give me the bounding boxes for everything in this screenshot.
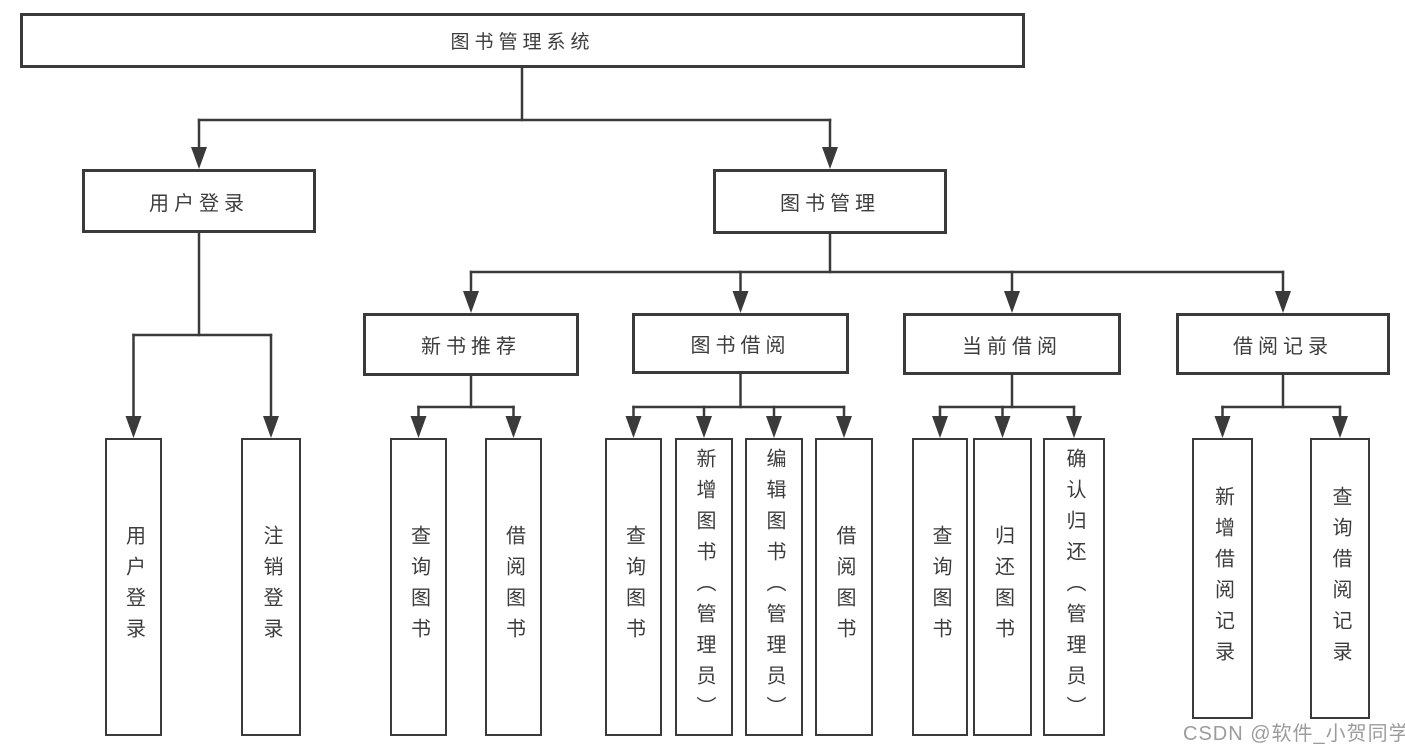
leaf-edit-book-admin: 编辑图书（管理员） xyxy=(745,438,803,736)
leaf-add-book-admin: 新增图书（管理员） xyxy=(675,438,733,736)
leaf-label: 确认归还（管理员） xyxy=(1063,447,1085,727)
node-label: 借阅记录 xyxy=(1233,335,1333,358)
leaf-confirm-return-admin: 确认归还（管理员） xyxy=(1043,438,1105,736)
leaf-label: 查询图书 xyxy=(622,525,645,649)
node-label: 当前借阅 xyxy=(962,335,1062,358)
leaf-label: 新增图书（管理员） xyxy=(693,447,715,727)
leaf-label: 查询图书 xyxy=(407,525,430,649)
leaf-label: 用户登录 xyxy=(122,525,145,649)
leaf-label: 编辑图书（管理员） xyxy=(763,447,785,727)
leaf-borrow-books-recommend: 借阅图书 xyxy=(485,438,542,736)
csdn-watermark: CSDN @软件_小贺同学 xyxy=(1183,723,1405,745)
leaf-add-borrow-record: 新增借阅记录 xyxy=(1192,438,1253,719)
node-current-borrowing: 当前借阅 xyxy=(903,313,1121,375)
leaf-query-books-recommend: 查询图书 xyxy=(390,438,447,736)
leaf-query-borrow-record: 查询借阅记录 xyxy=(1310,438,1370,719)
leaf-query-books-current: 查询图书 xyxy=(912,438,968,736)
leaf-query-books-borrowing: 查询图书 xyxy=(605,438,662,736)
leaf-label: 注销登录 xyxy=(260,525,282,649)
leaf-label: 归还图书 xyxy=(991,525,1014,649)
leaf-label: 查询图书 xyxy=(929,525,951,649)
node-book-management: 图书管理 xyxy=(713,169,947,234)
node-new-book-recommend: 新书推荐 xyxy=(363,313,579,376)
node-label: 图书管理系统 xyxy=(450,32,595,53)
leaf-label: 查询借阅记录 xyxy=(1329,485,1351,672)
node-borrow-records: 借阅记录 xyxy=(1176,313,1390,375)
leaf-label: 新增借阅记录 xyxy=(1211,485,1234,672)
node-book-borrowing: 图书借阅 xyxy=(632,313,849,374)
node-library-management-system: 图书管理系统 xyxy=(20,13,1025,68)
node-label: 新书推荐 xyxy=(421,336,521,358)
leaf-label: 借阅图书 xyxy=(502,525,525,649)
node-label: 用户登录 xyxy=(149,192,249,215)
leaf-user-login: 用户登录 xyxy=(105,438,162,736)
node-label: 图书管理 xyxy=(780,193,880,215)
leaf-label: 借阅图书 xyxy=(833,525,855,649)
node-user-login: 用户登录 xyxy=(82,169,316,233)
node-label: 图书借阅 xyxy=(690,335,791,357)
leaf-return-book: 归还图书 xyxy=(973,438,1032,736)
leaf-logout: 注销登录 xyxy=(241,438,301,736)
leaf-borrow-books: 借阅图书 xyxy=(815,438,873,736)
